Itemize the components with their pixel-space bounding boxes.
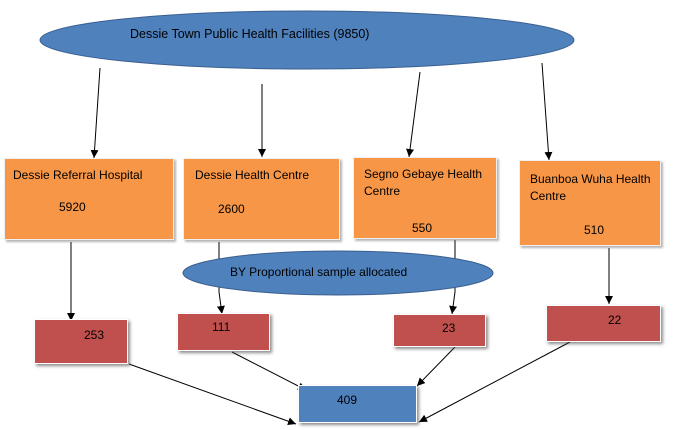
- arrow-top-to-segno: [406, 71, 421, 158]
- facility-population: 2600: [218, 202, 245, 216]
- facility-population: 550: [412, 221, 433, 235]
- sample-value: 22: [608, 313, 622, 327]
- sample-box-segno: 23: [393, 314, 486, 347]
- sample-value: 23: [442, 321, 456, 335]
- facility-name: Dessie Health Centre: [195, 168, 310, 182]
- facility-population: 5920: [59, 200, 86, 214]
- sample-box-buanboa: 22: [546, 305, 661, 342]
- sample-box-dessie-hc: 111: [177, 313, 270, 351]
- allocation-ellipse: [182, 250, 494, 296]
- arrow-top-to-referral: [90, 67, 101, 159]
- facility-name: Dessie Referral Hospital: [13, 168, 143, 182]
- sample-value: 111: [212, 320, 231, 334]
- facility-box-segno: Segno Gebaye Health Centre 550: [353, 157, 497, 239]
- top-ellipse-label: Dessie Town Public Health Facilities (98…: [130, 27, 370, 41]
- facility-population: 510: [584, 223, 605, 237]
- top-ellipse: [39, 10, 575, 70]
- arrow-segno-to-sample: [449, 240, 458, 315]
- facility-box-dessie-hc: Dessie Health Centre 2600: [183, 158, 340, 240]
- total-value: 409: [337, 393, 358, 407]
- sample-box-referral: 253: [34, 319, 128, 364]
- arrow-253-to-total: [128, 363, 297, 426]
- allocation-label: BY Proportional sample allocated: [230, 265, 408, 279]
- arrow-111-to-total: [231, 351, 307, 391]
- facility-box-buanboa: Buanboa Wuha Health Centre 510: [519, 160, 661, 246]
- sample-value: 253: [84, 328, 105, 342]
- arrow-23-to-total: [416, 346, 456, 387]
- facility-name: Segno Gebaye Health Centre: [364, 167, 483, 199]
- facility-name: Buanboa Wuha Health Centre: [530, 172, 651, 204]
- arrow-top-to-buanboa: [541, 62, 553, 161]
- facility-box-referral: Dessie Referral Hospital 5920: [4, 158, 174, 240]
- arrow-22-to-total: [418, 341, 571, 423]
- total-box: 409: [298, 385, 417, 423]
